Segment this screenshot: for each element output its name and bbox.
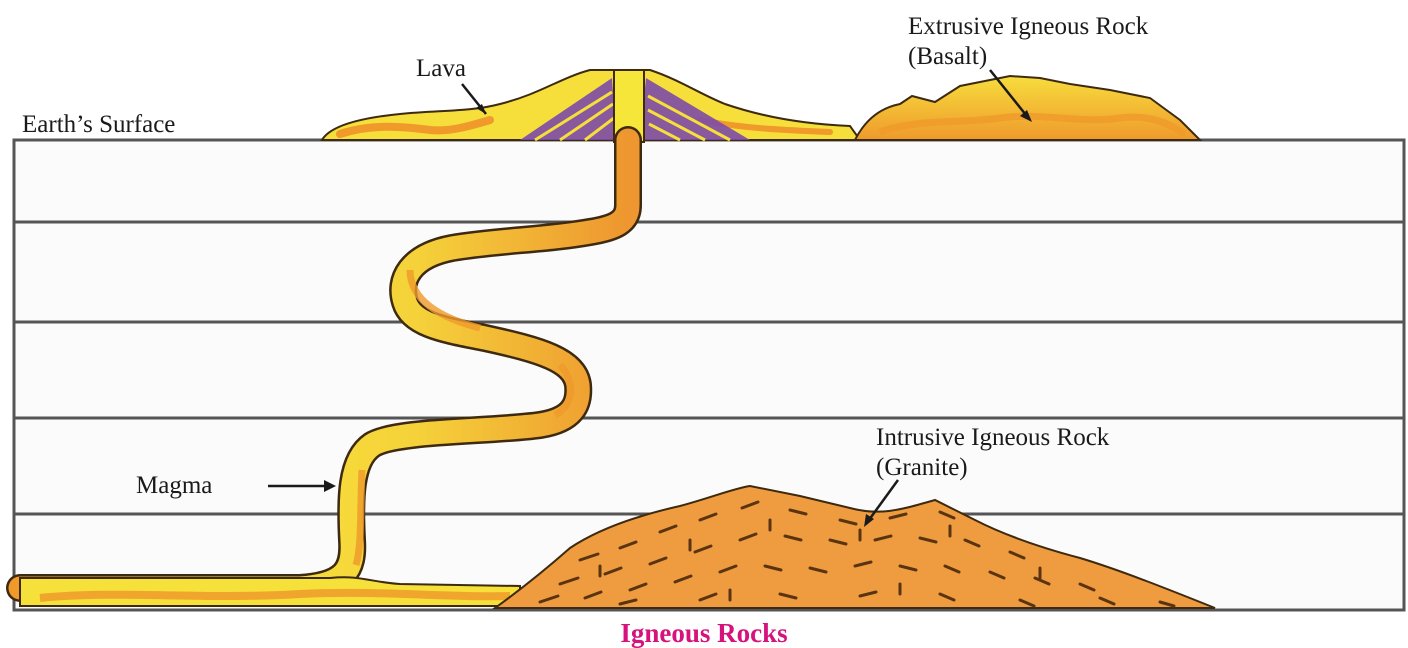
extrusive-rock-label-line1: Extrusive Igneous Rock: [908, 13, 1149, 40]
diagram-title: Igneous Rocks: [620, 618, 787, 648]
extrusive-rock-label-line2: (Basalt): [908, 43, 987, 70]
intrusive-rock-label-line2: (Granite): [876, 454, 968, 481]
lava-label: Lava: [416, 55, 466, 82]
basalt-mound: [855, 76, 1200, 140]
earth-surface-label: Earth’s Surface: [22, 111, 175, 138]
intrusive-rock-label-line1: Intrusive Igneous Rock: [876, 424, 1110, 451]
volcano: [322, 70, 860, 142]
magma-label: Magma: [136, 472, 212, 499]
